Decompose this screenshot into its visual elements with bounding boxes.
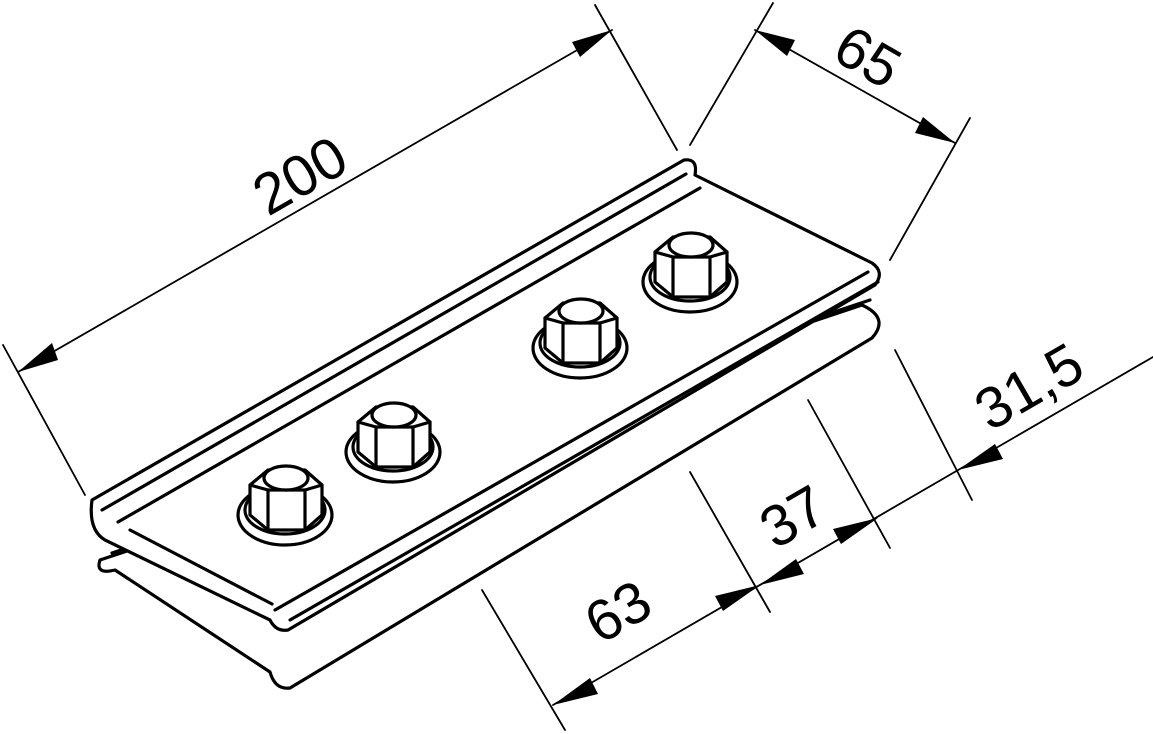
nut-1 bbox=[236, 464, 334, 547]
dimension-width-label: 65 bbox=[824, 13, 912, 102]
dimension-length-label: 200 bbox=[242, 124, 358, 229]
nut-3 bbox=[531, 297, 629, 380]
nut-4 bbox=[641, 231, 739, 314]
nut-2 bbox=[344, 401, 442, 484]
dimension-edge-spacing-label: 31,5 bbox=[964, 331, 1094, 444]
dimension-outer-spacing-label: 63 bbox=[574, 568, 662, 657]
